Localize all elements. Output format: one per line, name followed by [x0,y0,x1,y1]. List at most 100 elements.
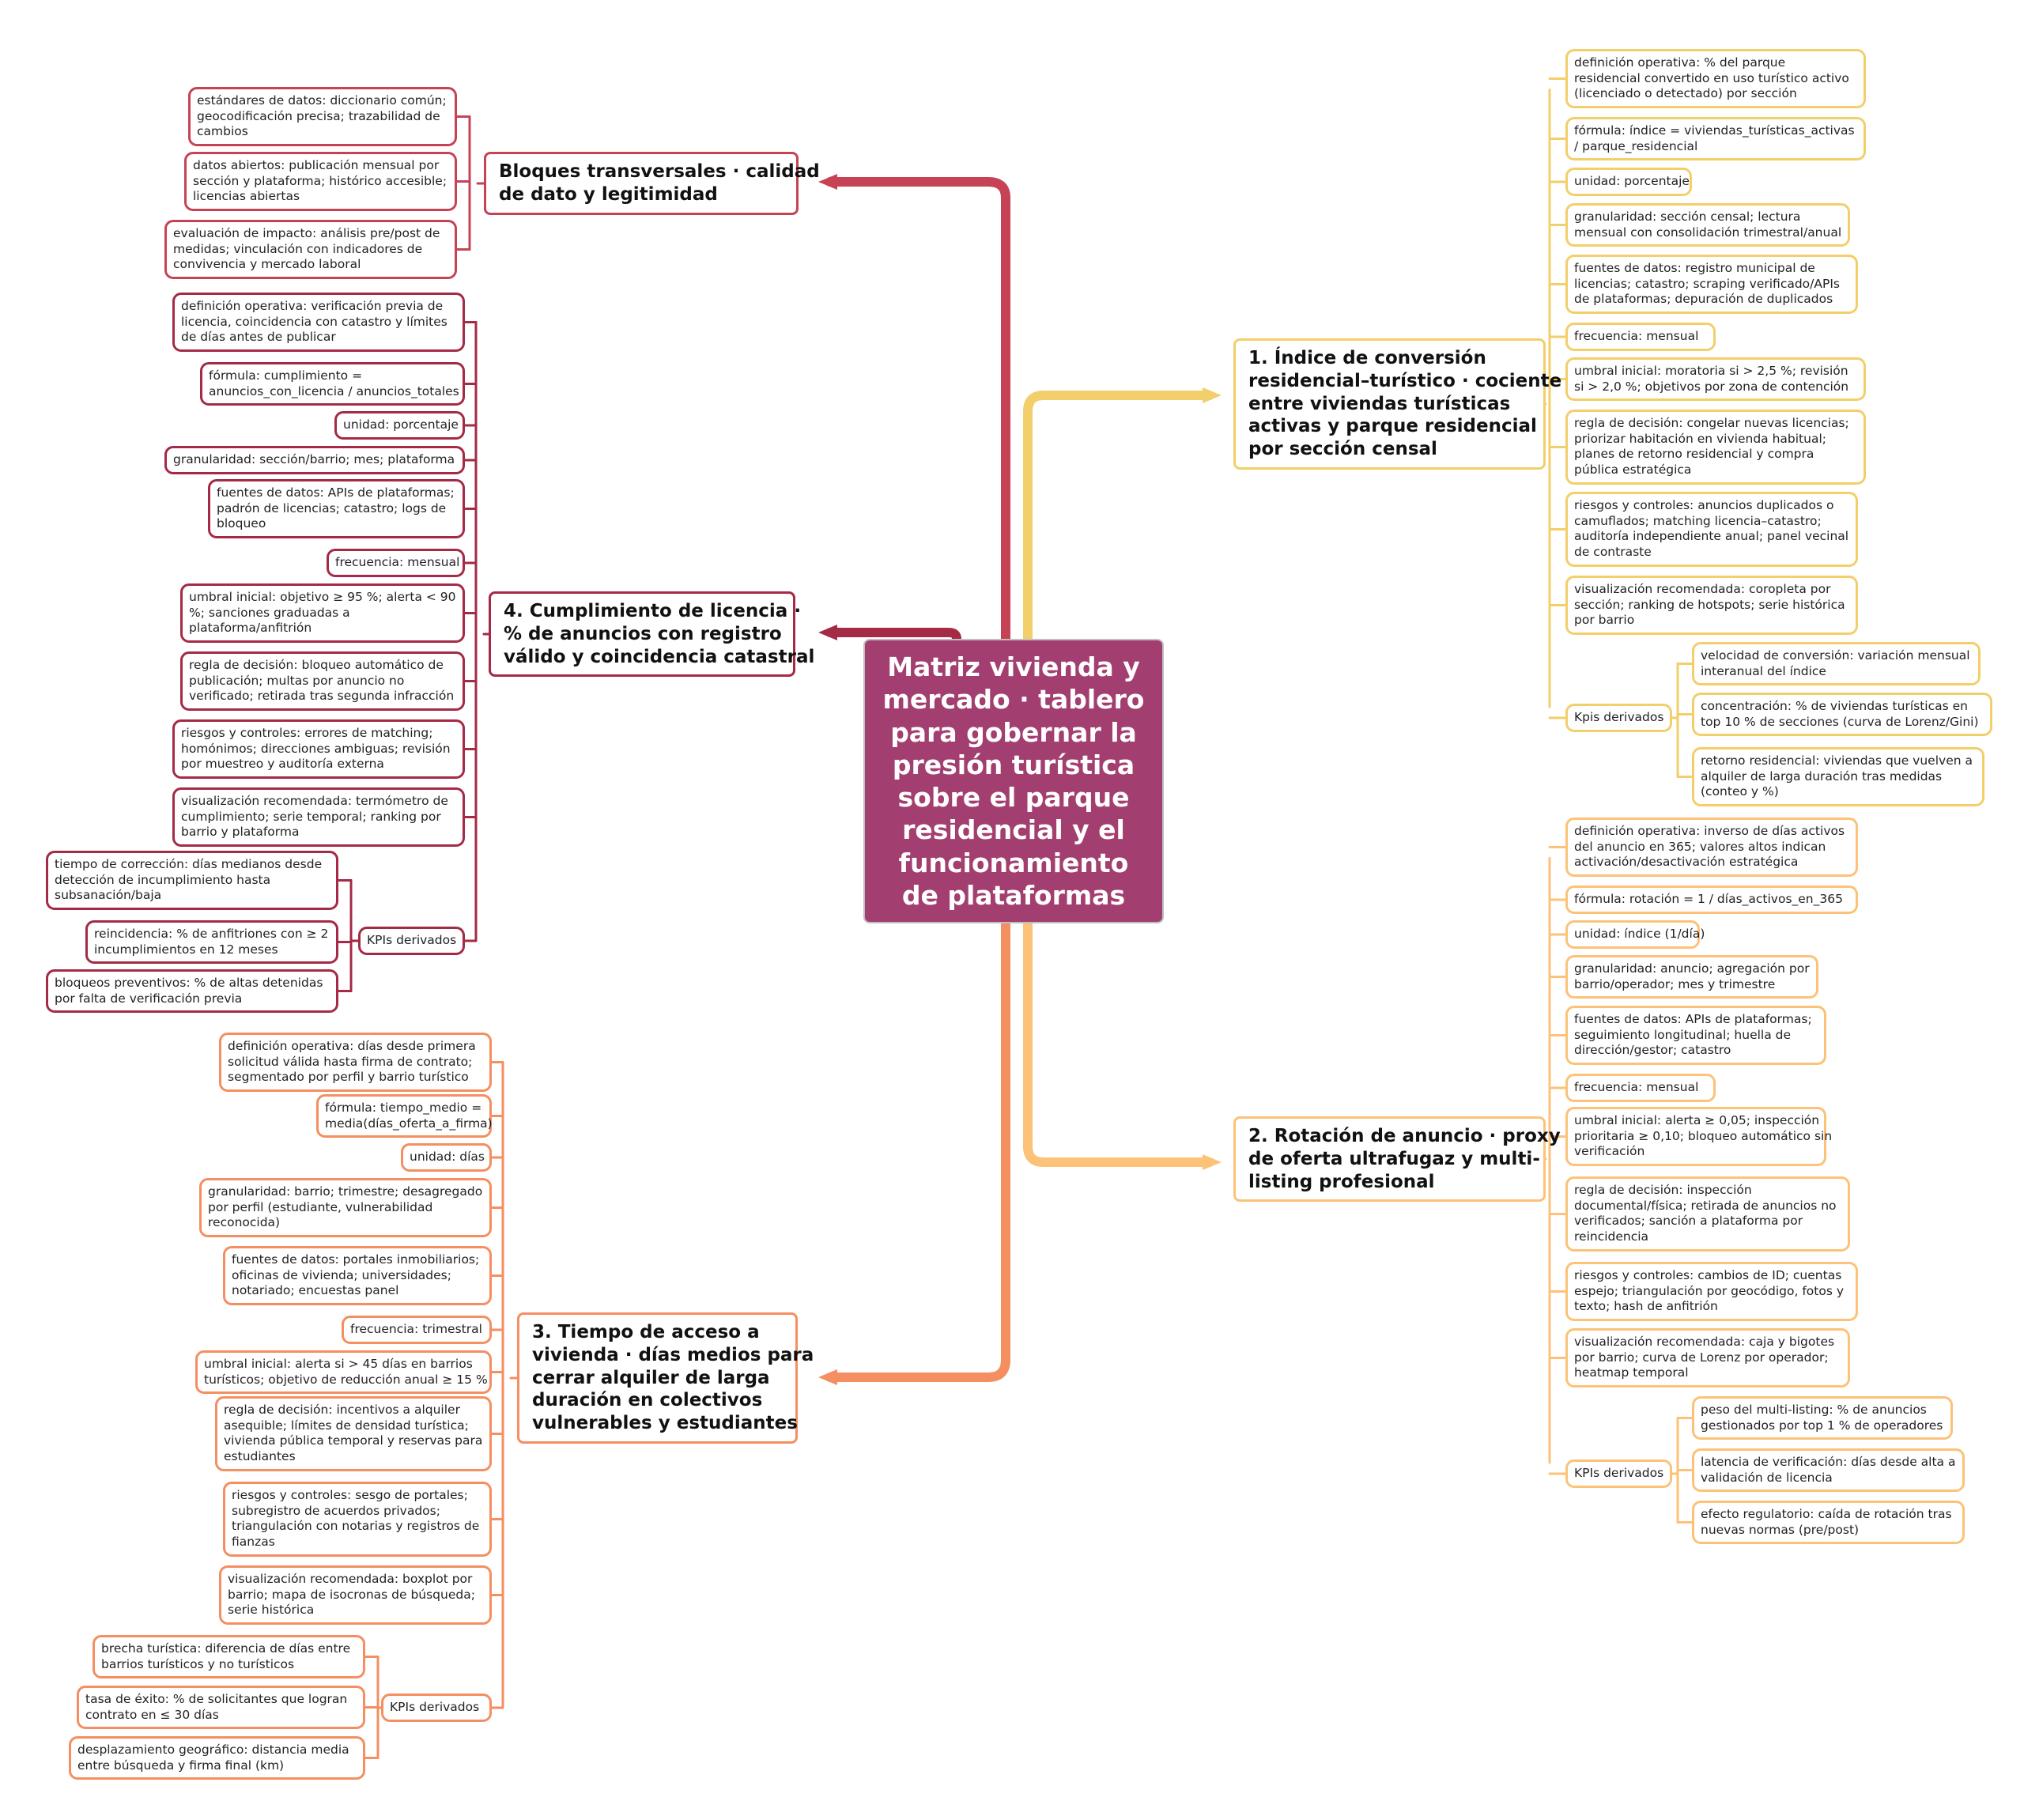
text-line: válido y coincidencia catastral [504,646,815,667]
text-line: listing profesional [1248,1171,1435,1192]
b3-item[interactable]: fuentes de datos: portales inmobiliarios… [223,1246,492,1306]
text-line: alquiler de larga duración tras medidas [1701,768,1943,784]
b4-item[interactable]: regla de decisión: bloqueo automático de… [180,651,465,712]
text-line: serie histórica [228,1603,315,1618]
connector [1023,919,1214,1167]
text-line: reincidencia [1574,1229,1649,1244]
b3-item[interactable]: regla de decisión: incentivos a alquiler… [215,1396,492,1471]
b3-item[interactable]: riesgos y controles: sesgo de portales;s… [223,1482,492,1557]
b2-kpi[interactable]: efecto regulatorio: caída de rotación tr… [1692,1501,1965,1545]
text-line: geocodificación precisa; trazabilidad de [197,108,440,123]
b2-item[interactable]: definición operativa: inverso de días ac… [1565,817,1858,878]
b4-item[interactable]: frecuencia: mensual [327,549,465,577]
b4-kpi-label[interactable]: KPIs derivados [358,927,465,955]
b3-kpi[interactable]: brecha turística: diferencia de días ent… [93,1635,365,1679]
b4-kpi[interactable]: bloqueos preventivos: % de altas detenid… [46,969,338,1014]
text-line: turísticos; objetivo de reducción anual … [204,1372,488,1387]
b3-kpi[interactable]: desplazamiento geográfico: distancia med… [69,1736,365,1780]
b2-item[interactable]: unidad: índice (1/día) [1565,920,1705,949]
text-line: Kpis derivados [1574,710,1664,724]
b2-item[interactable]: visualización recomendada: caja y bigote… [1565,1328,1850,1388]
b3-kpi-label[interactable]: KPIs derivados [381,1694,492,1722]
text-line: mensual con consolidación trimestral/anu… [1574,225,1842,240]
b1-kpi[interactable]: velocidad de conversión: variación mensu… [1692,642,1981,686]
b4-item[interactable]: umbral inicial: objetivo ≥ 95 %; alerta … [180,583,465,644]
text-line: nuevas normas (pre/post) [1701,1522,1860,1537]
text-line: estudiantes [224,1449,296,1464]
text-line: latencia de verificación: días desde alt… [1701,1455,1956,1469]
b3-item[interactable]: fórmula: tiempo_medio =media(días_oferta… [316,1094,493,1138]
b5-item[interactable]: estándares de datos: diccionario común;g… [188,87,457,147]
text-line: entre viviendas turísticas [1248,393,1511,414]
text-line: KPIs derivados [1574,1466,1664,1480]
text-line: de días antes de publicar [181,330,336,345]
b4-item[interactable]: fuentes de datos: APIs de plataformas;pa… [208,479,465,539]
b1-item[interactable]: riesgos y controles: anuncios duplicados… [1565,492,1858,567]
b1-kpi[interactable]: concentración: % de viviendas turísticas… [1692,693,1992,737]
text-line: por barrio; curva de Lorenz por operador… [1574,1350,1829,1365]
text-line: verificado; retirada tras segunda infrac… [189,689,455,704]
text-line: 1. Índice de conversión [1248,348,1486,368]
b3-item[interactable]: umbral inicial: alerta si > 45 días en b… [195,1350,492,1395]
b4-item[interactable]: definición operativa: verificación previ… [172,293,465,353]
b4-branch-topic[interactable]: 4. Cumplimiento de licencia ·% de anunci… [489,591,814,678]
b2-item[interactable]: riesgos y controles: cambios de ID; cuen… [1565,1262,1858,1322]
b1-item[interactable]: regla de decisión: congelar nuevas licen… [1565,410,1866,485]
b4-item[interactable]: fórmula: cumplimiento =anuncios_con_lice… [200,362,465,406]
b2-item[interactable]: frecuencia: mensual [1565,1074,1716,1102]
b3-item[interactable]: granularidad: barrio; trimestre; desagre… [199,1178,492,1238]
b2-kpi[interactable]: latencia de verificación: días desde alt… [1692,1448,1965,1493]
b1-item[interactable]: visualización recomendada: coropleta por… [1565,576,1858,636]
text-line: licencias; catastro; scraping verificado… [1574,276,1840,291]
text-line: KPIs derivados [390,1700,480,1714]
b4-item[interactable]: visualización recomendada: termómetro de… [172,787,465,848]
text-line: reincidencia: % de anfitriones con ≥ 2 [94,927,329,941]
text-line: segmentado por perfil y barrio turístico [228,1070,469,1085]
text-line: fuentes de datos: APIs de plataformas; [1574,1012,1812,1026]
b3-item[interactable]: unidad: días [401,1143,492,1172]
b4-item[interactable]: unidad: porcentaje [334,411,465,440]
b4-item[interactable]: riesgos y controles: errores de matching… [172,719,465,780]
text-line: (licenciado o detectado) por sección [1574,86,1797,101]
text-line: peso del multi-listing: % de anuncios [1701,1403,1927,1417]
b2-item[interactable]: fuentes de datos: APIs de plataformas;se… [1565,1006,1826,1066]
text-line: fórmula: índice = viviendas_turísticas_a… [1574,123,1855,138]
text-line: residencial–turístico · cociente [1248,370,1562,391]
b3-kpi[interactable]: tasa de éxito: % de solicitantes que log… [77,1686,365,1730]
b3-item[interactable]: definición operativa: días desde primera… [219,1033,492,1093]
text-line: activación/desactivación estratégica [1574,855,1799,870]
connector [1023,391,1214,644]
b1-item[interactable]: umbral inicial: moratoria si > 2,5 %; re… [1565,357,1866,402]
text-line: umbral inicial: moratoria si > 2,5 %; re… [1574,364,1848,378]
text-line: % de anuncios con registro [504,623,782,644]
b1-item[interactable]: unidad: porcentaje [1565,168,1692,196]
text-line: por muestreo y auditoría externa [181,757,384,772]
b2-item[interactable]: fórmula: rotación = 1 / días_activos_en_… [1565,885,1858,914]
b2-item[interactable]: umbral inicial: alerta ≥ 0,05; inspecció… [1565,1107,1832,1167]
b3-item[interactable]: frecuencia: trimestral [342,1316,492,1344]
connector [825,628,961,644]
b4-item[interactable]: granularidad: sección/barrio; mes; plata… [164,446,465,474]
b1-kpi-label[interactable]: Kpis derivados [1565,704,1673,732]
central-topic[interactable]: Matriz vivienda y mercado · tablero para… [863,639,1164,923]
b4-kpi[interactable]: tiempo de corrección: días medianos desd… [46,851,338,911]
b1-item[interactable]: fórmula: índice = viviendas_turísticas_a… [1565,117,1866,161]
b1-kpi[interactable]: retorno residencial: viviendas que vuelv… [1692,747,1984,807]
text-line: planes de retorno residencial y compra [1574,447,1814,462]
b1-item[interactable]: frecuencia: mensual [1565,323,1716,351]
b5-item[interactable]: evaluación de impacto: análisis pre/post… [164,220,457,280]
b2-kpi-label[interactable]: KPIs derivados [1565,1459,1673,1488]
